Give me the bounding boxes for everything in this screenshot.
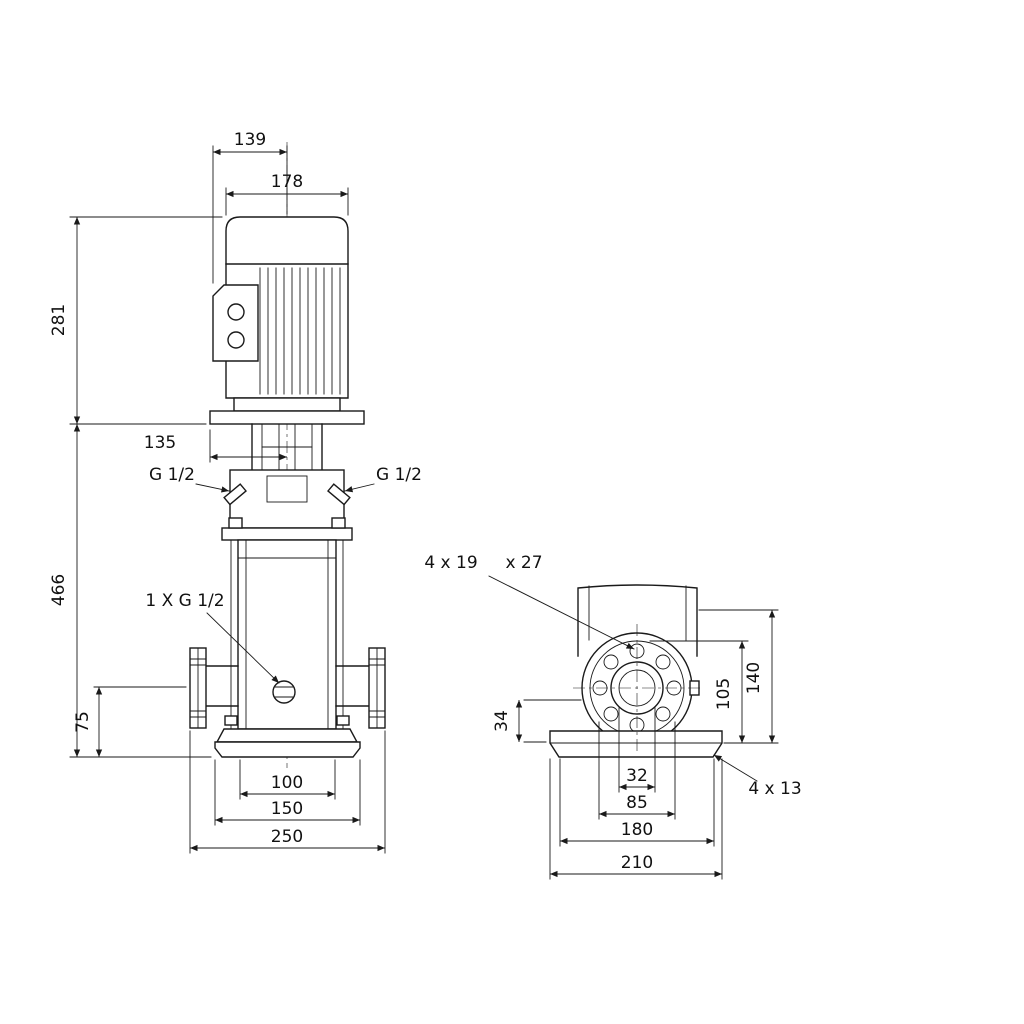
cable-entry-hole <box>227 331 245 349</box>
port-plug-left <box>223 483 247 506</box>
flange-holes-callout: 4 x 19 x 27 <box>424 553 635 650</box>
tie-rod-nut <box>224 715 238 726</box>
dim-150: 150 <box>214 759 361 826</box>
discharge-flange <box>335 647 386 729</box>
port-left-label: G 1/2 <box>149 465 195 485</box>
dim-281: 281 <box>49 216 223 425</box>
drain-callout: 1 X G 1/2 <box>145 591 280 684</box>
tie-rod-nut <box>228 517 243 529</box>
flange-holes-label: 4 x 19 <box>424 553 477 573</box>
dim-105: 105 <box>649 640 779 744</box>
motor-adapter <box>209 397 365 425</box>
dim-100-label: 100 <box>271 773 303 793</box>
dim-139-label: 139 <box>234 130 266 150</box>
front-view: 139 178 281 466 75 135 <box>49 130 422 854</box>
dim-150-label: 150 <box>271 799 303 819</box>
suction-flange <box>189 647 239 729</box>
dim-85: 85 <box>598 721 676 820</box>
base-holes-callout: 4 x 13 <box>713 754 802 799</box>
flange-holes-depth-label: x 27 <box>505 553 542 573</box>
port-plug-right <box>327 483 351 506</box>
port-callout-left: G 1/2 <box>149 465 230 493</box>
terminal-box <box>212 284 259 362</box>
dim-34: 34 <box>492 699 582 743</box>
dim-100: 100 <box>239 759 336 800</box>
dim-32-label: 32 <box>626 766 648 786</box>
dim-250: 250 <box>189 730 386 854</box>
dim-210-label: 210 <box>621 853 653 873</box>
motor-fins <box>259 267 341 395</box>
dim-250-label: 250 <box>271 827 303 847</box>
dim-75: 75 <box>73 686 187 757</box>
cable-entry-hole <box>227 303 245 321</box>
dim-140: 140 <box>698 609 779 743</box>
dim-135-label: 135 <box>144 433 176 453</box>
dim-140-label: 140 <box>744 662 764 694</box>
dim-34-label: 34 <box>492 710 512 732</box>
head-flange <box>221 527 353 541</box>
dim-135: 135 <box>144 429 287 463</box>
port-right-label: G 1/2 <box>376 465 422 485</box>
dim-180-label: 180 <box>621 820 653 840</box>
drain-plug <box>272 680 296 704</box>
dim-75-label: 75 <box>73 711 93 733</box>
dim-178: 178 <box>225 172 349 216</box>
dim-466: 466 <box>49 424 212 758</box>
pump-base-side <box>549 730 723 758</box>
side-body <box>577 584 698 657</box>
pump-head <box>221 469 353 541</box>
flange-bolt-holes <box>592 643 682 733</box>
side-view: 34 105 140 32 85 180 <box>424 553 802 880</box>
drain-port-label: 1 X G 1/2 <box>145 591 224 611</box>
coupling-section <box>251 423 323 471</box>
dim-180: 180 <box>559 758 715 847</box>
dim-281-label: 281 <box>49 304 69 336</box>
dim-32: 32 <box>618 707 656 793</box>
dim-466-label: 466 <box>49 574 69 606</box>
dim-178-label: 178 <box>271 172 303 192</box>
pump-base-front <box>214 728 361 758</box>
tie-rod-nut <box>331 517 346 529</box>
base-holes-label: 4 x 13 <box>748 779 801 799</box>
seal-chamber <box>266 475 308 503</box>
dim-139: 139 <box>212 130 288 284</box>
port-callout-right: G 1/2 <box>344 465 422 493</box>
tie-rod-nut <box>336 715 350 726</box>
motor-stool-plate <box>209 410 365 425</box>
dim-210: 210 <box>549 758 723 880</box>
dim-85-label: 85 <box>626 793 648 813</box>
dim-105-label: 105 <box>714 678 734 710</box>
